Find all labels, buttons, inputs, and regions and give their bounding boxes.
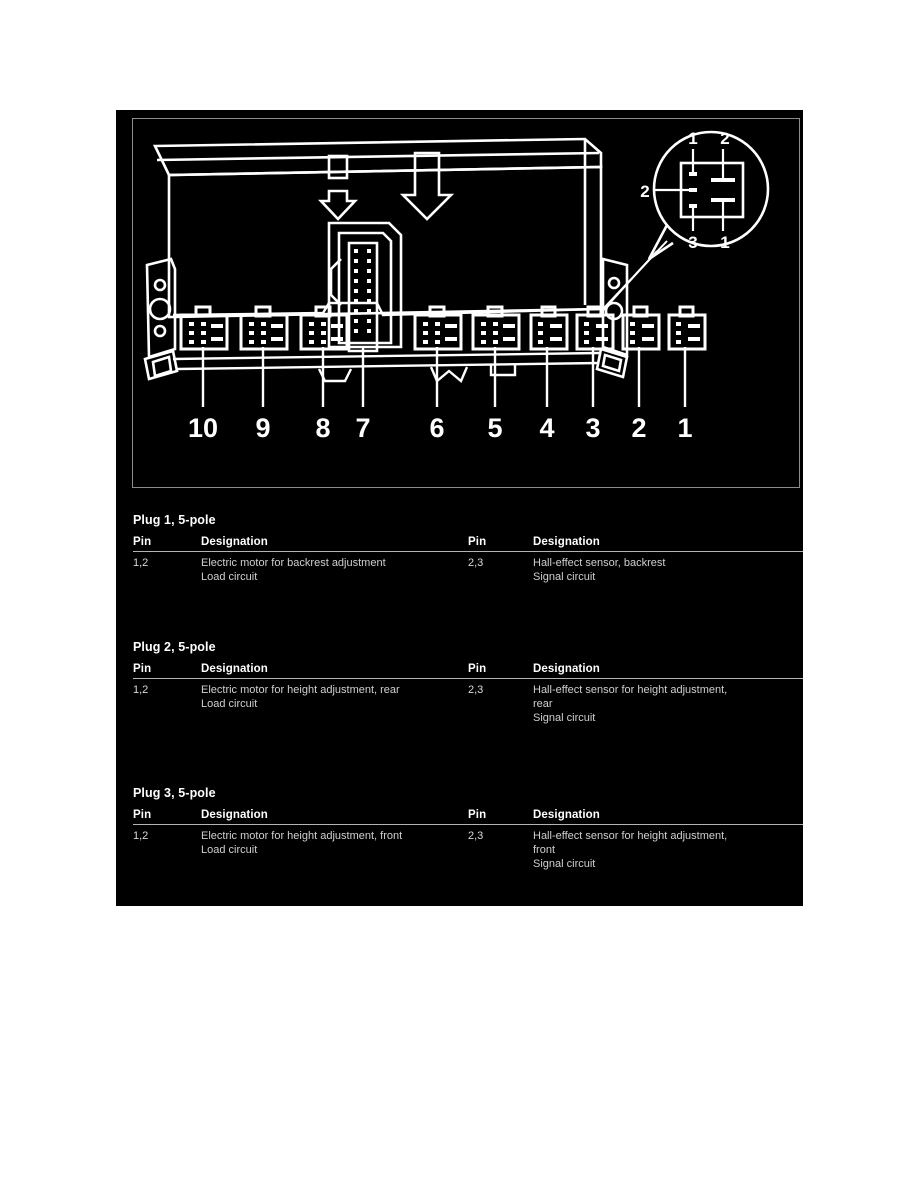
orientation-arrows <box>317 151 455 221</box>
header-designation-right: Designation <box>533 536 803 552</box>
designation2-line-1: Hall-effect sensor for height adjustment… <box>533 684 728 696</box>
plug-2-table: Pin Designation Pin Designation 1,2 Elec… <box>133 663 803 725</box>
header-designation-left: Designation <box>201 809 468 825</box>
connector-label-10: 10 <box>188 413 218 443</box>
header-pin-right: Pin <box>468 663 533 679</box>
designation2-line-2: rear <box>533 698 553 710</box>
designation2-line-2: Signal circuit <box>533 571 596 583</box>
cell-designation-right: Hall-effect sensor, backrest Signal circ… <box>533 552 803 585</box>
designation-line-1: Electric motor for backrest adjustment <box>201 557 386 569</box>
cell-pin-right: 2,3 <box>468 557 484 569</box>
header-pin-left: Pin <box>133 663 201 679</box>
callout-pin-top-right: 2 <box>720 129 729 148</box>
designation-line-1: Electric motor for height adjustment, fr… <box>201 830 403 842</box>
plug-block-1: Plug 1, 5-pole Pin Designation Pin Desig… <box>133 513 803 584</box>
document-panel: 1 2 2 3 1 10 9 8 7 6 5 4 3 2 1 Plug 1, 5 <box>116 110 803 906</box>
connector-label-7: 7 <box>355 413 370 443</box>
designation2-line-2: front <box>533 844 556 856</box>
plug-3-title: Plug 3, 5-pole <box>133 786 216 800</box>
callout-pin-left: 2 <box>640 182 649 201</box>
cell-pin-right: 2,3 <box>468 684 484 696</box>
table-row: 1,2 Electric motor for backrest adjustme… <box>133 552 803 585</box>
table-row: 1,2 Electric motor for height adjustment… <box>133 825 803 872</box>
cell-designation-left: Electric motor for height adjustment, re… <box>201 679 468 726</box>
header-pin-right: Pin <box>468 809 533 825</box>
cell-pin-right: 2,3 <box>468 830 484 842</box>
header-pin-left: Pin <box>133 536 201 552</box>
cell-pin-left: 1,2 <box>133 557 149 569</box>
header-pin-left: Pin <box>133 809 201 825</box>
table-row: 1,2 Electric motor for height adjustment… <box>133 679 803 726</box>
callout-detail-circle <box>598 130 770 316</box>
connector-label-9: 9 <box>255 413 270 443</box>
connector-label-3: 3 <box>585 413 600 443</box>
connector-label-5: 5 <box>487 413 502 443</box>
plug-1-title: Plug 1, 5-pole <box>133 513 216 527</box>
connector-label-2: 2 <box>631 413 646 443</box>
connector-socket-2 <box>621 305 661 351</box>
designation2-line-1: Hall-effect sensor, backrest <box>533 557 666 569</box>
table-header-row: Pin Designation Pin Designation <box>133 809 803 825</box>
callout-pin-bottom-left: 3 <box>688 233 697 252</box>
connector-label-8: 8 <box>315 413 330 443</box>
cell-pin-left: 1,2 <box>133 830 149 842</box>
connector-label-4: 4 <box>539 413 554 443</box>
header-designation-left: Designation <box>201 663 468 679</box>
designation2-line-3: Signal circuit <box>533 712 596 724</box>
designation2-line-3: Signal circuit <box>533 858 596 870</box>
connector-socket-7 <box>327 221 403 353</box>
connector-layout-diagram: 1 2 2 3 1 10 9 8 7 6 5 4 3 2 1 <box>143 129 770 443</box>
designation-line-2: Load circuit <box>201 698 258 710</box>
callout-pin-bottom-right: 1 <box>720 233 729 252</box>
table-header-row: Pin Designation Pin Designation <box>133 663 803 679</box>
cell-designation-left: Electric motor for backrest adjustment L… <box>201 552 468 585</box>
plug-block-2: Plug 2, 5-pole Pin Designation Pin Desig… <box>133 640 803 725</box>
connector-socket-4 <box>529 305 569 351</box>
cell-designation-left: Electric motor for height adjustment, fr… <box>201 825 468 872</box>
cell-designation-right: Hall-effect sensor for height adjustment… <box>533 679 803 726</box>
illustration-frame: 1 2 2 3 1 10 9 8 7 6 5 4 3 2 1 <box>132 118 800 488</box>
table-header-row: Pin Designation Pin Designation <box>133 536 803 552</box>
connector-socket-1 <box>667 305 707 351</box>
connector-leader-lines <box>201 347 687 407</box>
connector-label-6: 6 <box>429 413 444 443</box>
header-designation-left: Designation <box>201 536 468 552</box>
connector-shelf <box>172 301 600 383</box>
header-designation-right: Designation <box>533 809 803 825</box>
header-designation-right: Designation <box>533 663 803 679</box>
callout-pin-top-left: 1 <box>688 129 697 148</box>
cell-designation-right: Hall-effect sensor for height adjustment… <box>533 825 803 872</box>
designation2-line-1: Hall-effect sensor for height adjustment… <box>533 830 728 842</box>
plug-3-table: Pin Designation Pin Designation 1,2 Elec… <box>133 809 803 871</box>
left-mounting-bracket <box>143 257 179 381</box>
connector-7-pins <box>354 249 371 333</box>
header-pin-right: Pin <box>468 536 533 552</box>
plug-2-title: Plug 2, 5-pole <box>133 640 216 654</box>
designation-line-1: Electric motor for height adjustment, re… <box>201 684 400 696</box>
plug-1-table: Pin Designation Pin Designation 1,2 Elec… <box>133 536 803 584</box>
designation-line-2: Load circuit <box>201 571 258 583</box>
designation-line-2: Load circuit <box>201 844 258 856</box>
plug-block-3: Plug 3, 5-pole Pin Designation Pin Desig… <box>133 786 803 871</box>
connector-label-1: 1 <box>677 413 692 443</box>
cell-pin-left: 1,2 <box>133 684 149 696</box>
